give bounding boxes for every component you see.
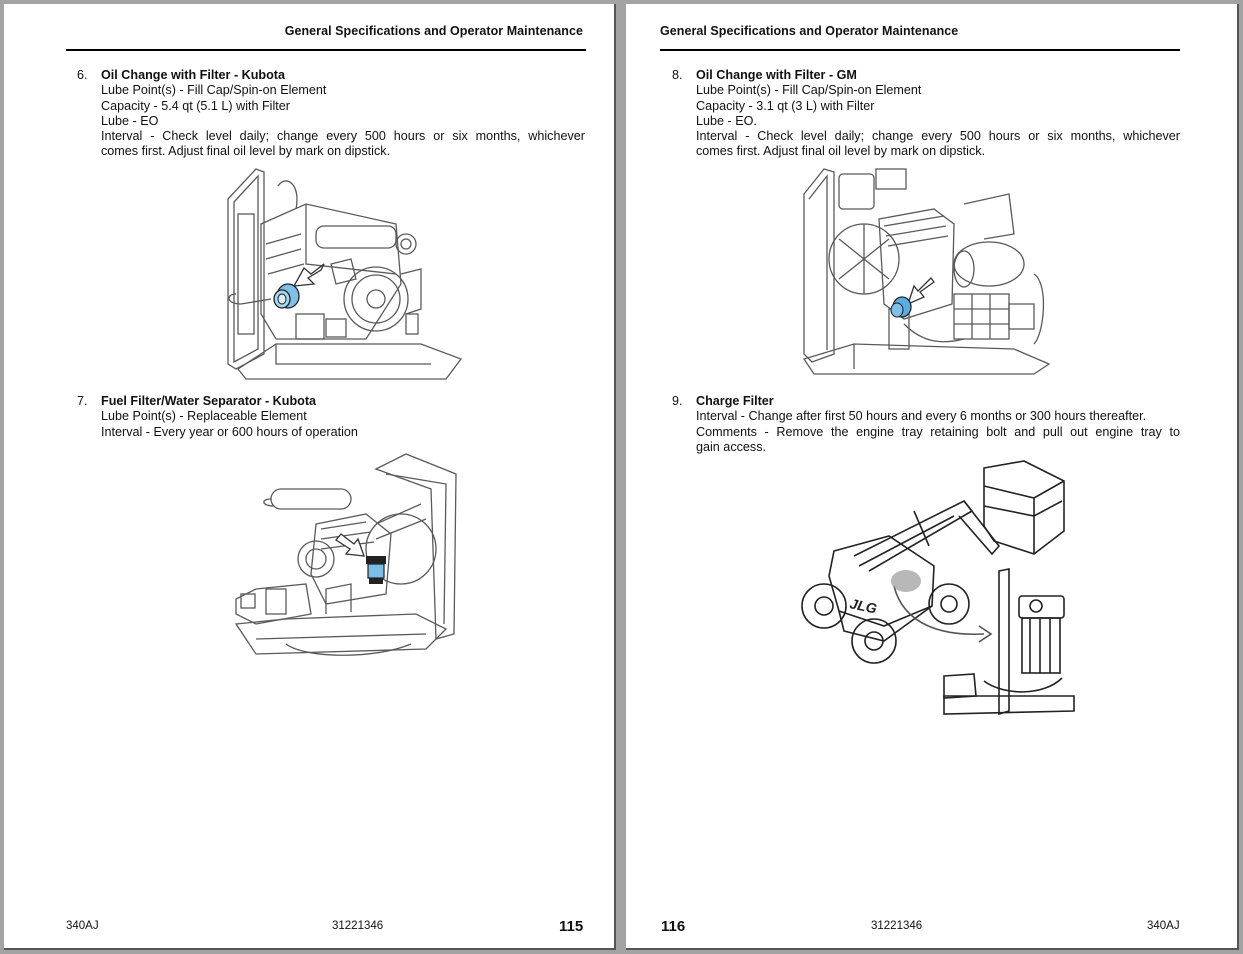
item-title: Oil Change with Filter - GM [696,68,857,82]
brand-label: JLG [848,595,878,616]
engine-line-art [227,168,463,380]
kubota-engine-fuel-filter-illustration [234,453,457,656]
kubota-engine-oil-filter-illustration [227,168,463,380]
oil-filter-highlight [890,296,912,318]
footer-model: 340AJ [66,920,99,932]
oil-filter-highlight [273,283,300,309]
header-rule [66,49,586,51]
footer-model: 340AJ [1147,920,1180,932]
item-title: Fuel Filter/Water Separator - Kubota [101,394,317,408]
lube-point-text: Lube Point(s) - Replaceable Element [101,409,307,424]
interval-text: Interval - Check level daily; change eve… [101,129,585,159]
lube-point-text: Lube Point(s) - Fill Cap/Spin-on Element [101,83,327,98]
lube-type-text: Lube - EO. [696,113,757,128]
comments-text: Comments - Remove the engine tray retain… [696,424,1180,454]
engine-line-art [802,168,1051,375]
interval-text: Interval - Change after first 50 hours a… [696,409,1147,424]
capacity-text: Capacity - 5.4 qt (5.1 L) with Filter [101,98,290,113]
item-number: 7. [77,394,88,408]
pointer-arrow [292,263,325,287]
engine-shading [891,570,921,592]
running-head: General Specifications and Operator Main… [660,24,959,38]
item-number: 9. [672,394,683,408]
running-head: General Specifications and Operator Main… [284,24,583,38]
item-title: Charge Filter [696,394,774,408]
footer-doc-number: 31221346 [332,920,384,932]
fuel-filter-highlight [366,556,386,584]
lube-point-text: Lube Point(s) - Fill Cap/Spin-on Element [696,83,922,98]
item-title: Oil Change with Filter - Kubota [101,68,286,82]
footer-doc-number: 31221346 [871,920,923,932]
pointer-arrow [906,277,935,306]
boom-lift-line-art [801,460,1075,716]
item-number: 8. [672,68,683,82]
boom-lift-charge-filter-illustration: JLG [801,460,1075,716]
interval-text: Interval - Check level daily; change eve… [696,129,1180,159]
page-115: General Specifications and Operator Main… [4,4,616,950]
page-116: General Specifications and Operator Main… [626,4,1239,950]
page-number: 115 [559,918,584,935]
header-rule [660,49,1180,51]
capacity-text: Capacity - 3.1 qt (3 L) with Filter [696,98,875,113]
engine-line-art [234,453,457,656]
lube-type-text: Lube - EO [101,113,159,128]
item-number: 6. [77,68,88,82]
interval-text: Interval - Every year or 600 hours of op… [101,424,358,439]
pointer-arrow [335,533,365,557]
page-number: 116 [661,918,686,935]
gm-engine-oil-filter-illustration [802,168,1051,375]
